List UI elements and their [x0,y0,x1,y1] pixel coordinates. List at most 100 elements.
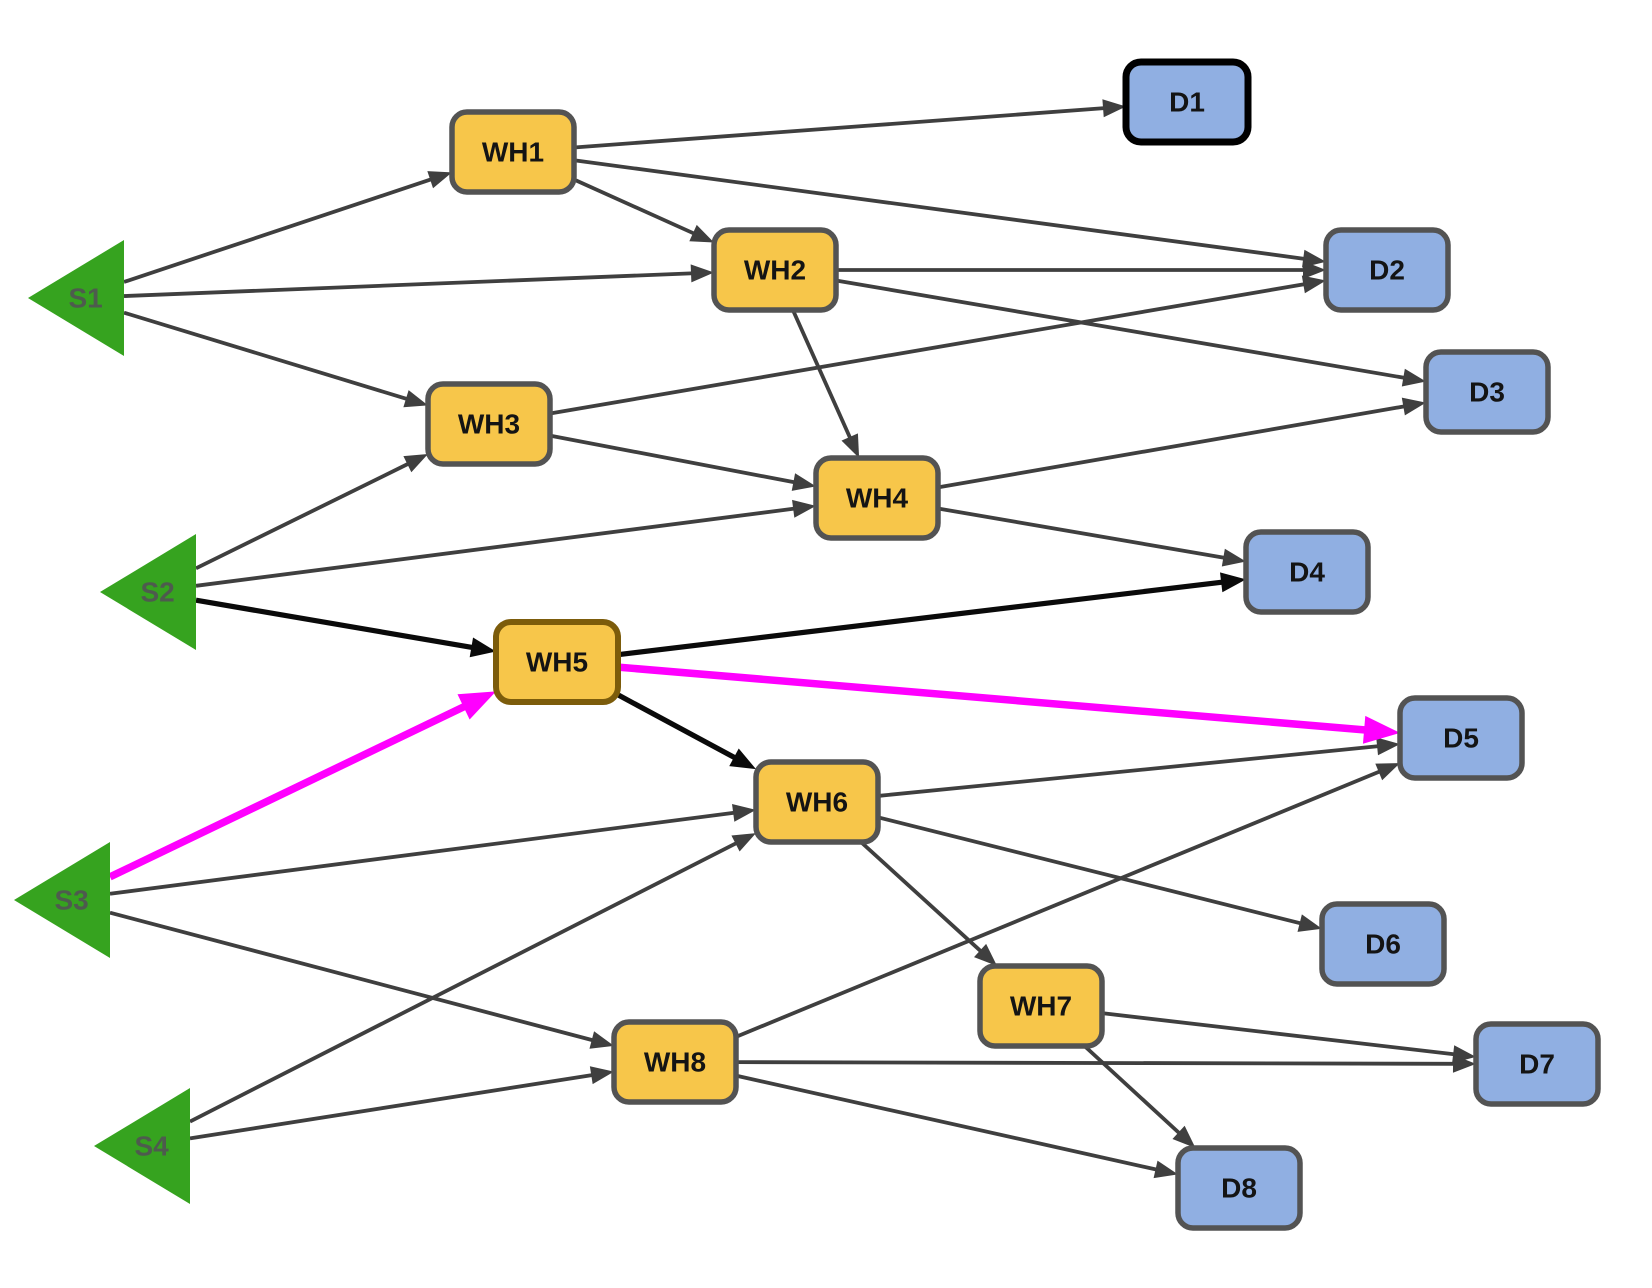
destination-box-shape [1175,1145,1303,1231]
arrowhead-icon [731,833,756,852]
edge-line [877,744,1381,798]
edge-WH5-D5[interactable] [617,663,1400,744]
arrowhead-icon [732,803,756,822]
node-S2[interactable]: S2 [100,534,196,650]
node-S1[interactable]: S1 [28,240,124,356]
edge-S4-WH6[interactable] [189,833,756,1124]
destination-box-shape [1319,901,1447,987]
edge-WH4-D4[interactable] [937,506,1246,567]
node-D7[interactable]: D7 [1473,1021,1601,1107]
node-label: D7 [1519,1049,1555,1080]
edge-line [195,461,411,571]
node-label: WH2 [744,255,806,286]
edge-line [189,1072,595,1141]
edge-S2-WH4[interactable] [195,499,816,588]
edge-WH6-D6[interactable] [877,815,1322,932]
edge-line [859,840,984,954]
node-WH2[interactable]: WH2 [711,227,839,313]
edge-WH7-D8[interactable] [1083,1044,1196,1148]
node-D3[interactable]: D3 [1423,349,1551,435]
edge-WH1-WH2[interactable] [573,177,714,243]
arrowhead-icon [690,264,714,283]
arrowhead-icon [1153,1160,1178,1179]
node-WH4[interactable]: WH4 [813,455,941,541]
node-D2[interactable]: D2 [1323,227,1451,313]
edge-WH2-D2[interactable] [836,261,1326,279]
edge-line [616,692,738,762]
edge-WH1-D2[interactable] [573,158,1326,268]
edge-WH5-WH6[interactable] [616,692,756,770]
node-D6[interactable]: D6 [1319,901,1447,987]
edge-WH3-WH4[interactable] [549,433,816,491]
edge-WH5-D4[interactable] [617,572,1246,658]
node-label: S3 [54,885,88,916]
node-WH3[interactable]: WH3 [425,381,553,467]
edge-S1-WH1[interactable] [123,171,452,284]
edge-WH3-D2[interactable] [549,275,1326,416]
arrowhead-icon [791,473,816,491]
edge-line [617,663,1368,734]
node-label: D6 [1365,929,1401,960]
edge-WH7-D7[interactable] [1101,1011,1476,1064]
edge-line [549,433,797,485]
warehouse-box-shape [711,227,839,313]
edge-line [189,840,740,1124]
edge-line [109,810,737,896]
edge-S1-WH2[interactable] [123,264,714,298]
node-label: WH1 [482,137,544,168]
edge-line [573,158,1307,261]
edge-line [195,506,797,588]
arrowhead-icon [1297,914,1322,932]
edge-S2-WH5[interactable] [195,597,496,658]
edge-S3-WH8[interactable] [109,910,614,1049]
arrowhead-icon [1301,275,1326,294]
node-WH1[interactable]: WH1 [449,109,577,195]
node-WH8[interactable]: WH8 [611,1019,739,1105]
edge-WH8-D8[interactable] [735,1073,1178,1179]
edge-WH6-D5[interactable] [877,737,1400,798]
edge-WH8-D7[interactable] [735,1054,1476,1073]
edge-S3-WH5[interactable] [108,691,496,881]
node-WH7[interactable]: WH7 [977,963,1105,1049]
node-D5[interactable]: D5 [1397,695,1525,781]
source-triangle-shape [94,1088,190,1204]
edges-layer [108,99,1476,1179]
edge-line [123,176,434,284]
node-D8[interactable]: D8 [1175,1145,1303,1231]
edge-line [109,910,596,1043]
edge-WH2-D3[interactable] [835,278,1426,387]
node-WH5[interactable]: WH5 [493,619,621,705]
edge-line [877,815,1304,926]
arrowhead-icon [792,499,816,518]
arrowhead-icon [1452,1054,1476,1073]
node-label: D3 [1469,377,1505,408]
node-S4[interactable]: S4 [94,1088,190,1204]
source-triangle-shape [14,842,110,958]
node-D1[interactable]: D1 [1122,58,1252,146]
edge-S3-WH6[interactable] [109,803,756,896]
arrowhead-icon [1219,572,1246,593]
edge-line [123,310,410,402]
arrowhead-icon [1401,368,1426,387]
node-label: D5 [1443,723,1479,754]
edge-line [937,404,1407,490]
node-label: D4 [1289,557,1325,588]
arrowhead-icon [1376,737,1400,756]
edge-WH6-WH7[interactable] [859,840,998,966]
edge-WH8-D5[interactable] [735,763,1400,1039]
edge-WH2-WH4[interactable] [791,309,860,458]
arrowhead-icon [403,454,428,473]
edge-WH1-D1[interactable] [573,99,1126,150]
arrowhead-icon [1221,548,1246,567]
node-S3[interactable]: S3 [14,842,110,958]
node-D4[interactable]: D4 [1243,529,1371,615]
edge-S2-WH3[interactable] [195,454,428,571]
edge-S1-WH3[interactable] [123,310,428,408]
arrowhead-icon [729,748,756,770]
edge-line [108,702,468,881]
node-WH6[interactable]: WH6 [753,759,881,845]
node-label: WH3 [458,409,520,440]
edge-WH4-D3[interactable] [937,397,1426,490]
edge-S4-WH8[interactable] [189,1066,614,1141]
